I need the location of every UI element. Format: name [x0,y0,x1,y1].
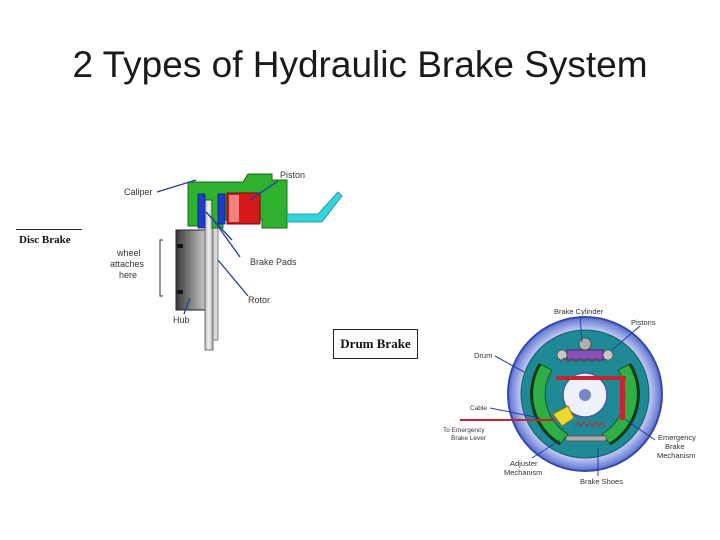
adjuster-bar [565,435,607,442]
disc-brake-diagram: Caliper Piston wheel attaches here Brake… [110,170,343,351]
drum-brake-heading: Drum Brake [340,336,411,351]
emergency-lever-vertical [620,376,625,420]
lever-label-2: Brake Lever [451,435,487,442]
return-spring [559,357,601,363]
pad-inner [197,193,206,229]
hub-label: Hub [173,315,190,325]
brake-shoes-label: Brake Shoes [580,477,623,486]
bleeder [578,337,592,351]
adjuster-label-1: Adjuster [510,459,538,468]
wheel-label-2: attaches [110,259,145,269]
pad-outer [217,193,226,225]
piston-label: Piston [280,170,305,180]
piston-highlight [229,195,239,222]
drum-brake-heading-box: Drum Brake [333,329,418,359]
hub-bolt-bottom [177,290,183,294]
adjuster-spring [574,421,606,427]
emergency-lever-bar [556,376,626,380]
disc-brake-heading: Disc Brake [19,234,71,246]
hub-bolt-top [177,244,183,248]
rotor-label: Rotor [248,295,270,305]
lining-left [530,363,561,446]
disc-brake-rule [16,229,82,230]
piston-left [556,349,568,361]
adjuster-label-2: Mechanism [504,468,542,477]
drum-brake-diagram: Brake Cylinder Pistons Drum Cable To Eme… [443,307,696,486]
yellow-lever [552,405,575,427]
axle-center [579,389,591,401]
drum-label: Drum [474,351,492,360]
wheel-label-3: here [119,270,137,280]
slide-title: 2 Types of Hydraulic Brake System [72,44,648,85]
piston-right [602,349,614,361]
wheel-label-1: wheel [116,248,141,258]
emergency-label-3: Mechanism [657,451,695,460]
brake-pads-label: Brake Pads [250,257,297,267]
emergency-label-1: Emergency [658,433,696,442]
emergency-label-2: Brake [665,442,685,451]
pistons-label: Pistons [631,318,656,327]
caliper-label: Caliper [124,187,153,197]
brake-line [286,191,343,223]
brake-cylinder-label: Brake Cylinder [554,307,604,316]
cable-label: Cable [470,405,487,412]
lever-label-1: To Emergency [443,427,485,434]
lining-right [609,363,640,446]
